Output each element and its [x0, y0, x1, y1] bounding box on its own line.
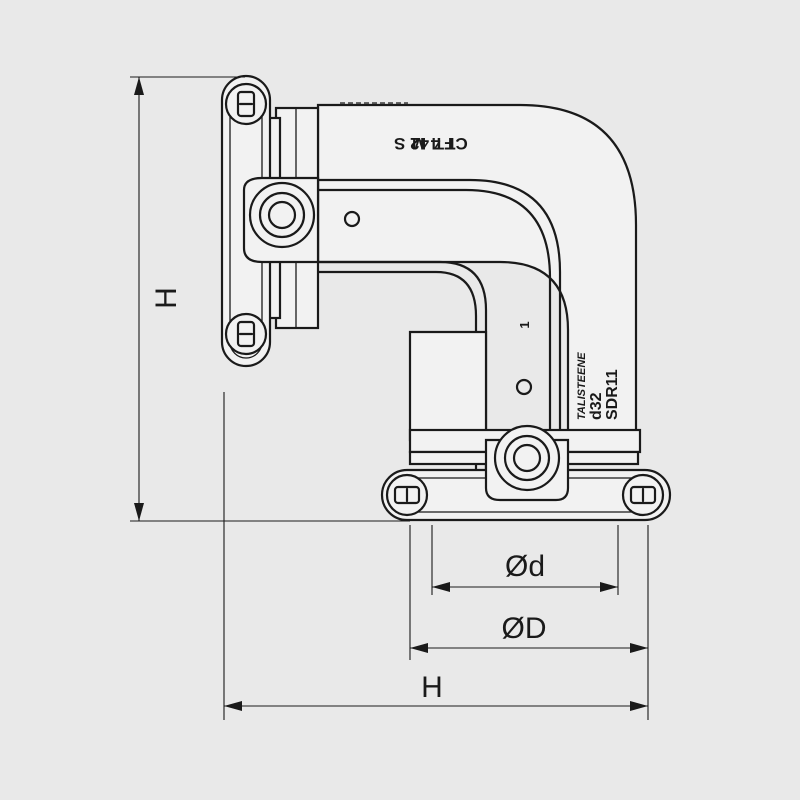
elbow-inner-channel — [316, 260, 488, 480]
elbow-inner-bend — [316, 178, 562, 442]
height-label: H — [150, 287, 183, 309]
elbow-inner-channel-2 — [316, 270, 478, 480]
fitting-code-1: FT 42 S — [394, 134, 454, 153]
dimension-inner-diameter: Ød — [431, 525, 619, 595]
clamp-screw-icon — [385, 473, 429, 517]
D-label: ØD — [502, 612, 547, 645]
dimension-outer-diameter: ØD — [409, 525, 649, 720]
clamp-screw-icon — [224, 312, 268, 356]
size-mark: d32 — [588, 392, 605, 420]
left-terminal — [242, 176, 361, 264]
elbow-body — [262, 103, 642, 480]
clamp-screw-icon — [621, 473, 665, 517]
sdr-mark: SDR11 — [604, 369, 621, 420]
d-label: Ød — [505, 550, 545, 583]
fusion-indicator-icon — [515, 378, 533, 396]
lower-socket — [408, 330, 488, 442]
dimension-width: H — [223, 392, 648, 720]
fusion-indicator-icon — [343, 210, 361, 228]
fitting-code-2: CT 4 M — [412, 134, 468, 153]
fitting-markings: FT 42 S CT 4 M 1 TALISTEENE d32 SDR11 — [340, 102, 621, 420]
dimension-height: H — [130, 76, 410, 522]
arm-number: 1 — [517, 321, 532, 328]
width-label: H — [421, 671, 443, 704]
elbow-inner-bend-2 — [316, 188, 552, 442]
bottom-terminal — [484, 378, 570, 502]
elbow-outer-contour — [316, 103, 638, 442]
clamp-screw-icon — [224, 82, 268, 126]
brand-mark: TALISTEENE — [576, 352, 588, 420]
